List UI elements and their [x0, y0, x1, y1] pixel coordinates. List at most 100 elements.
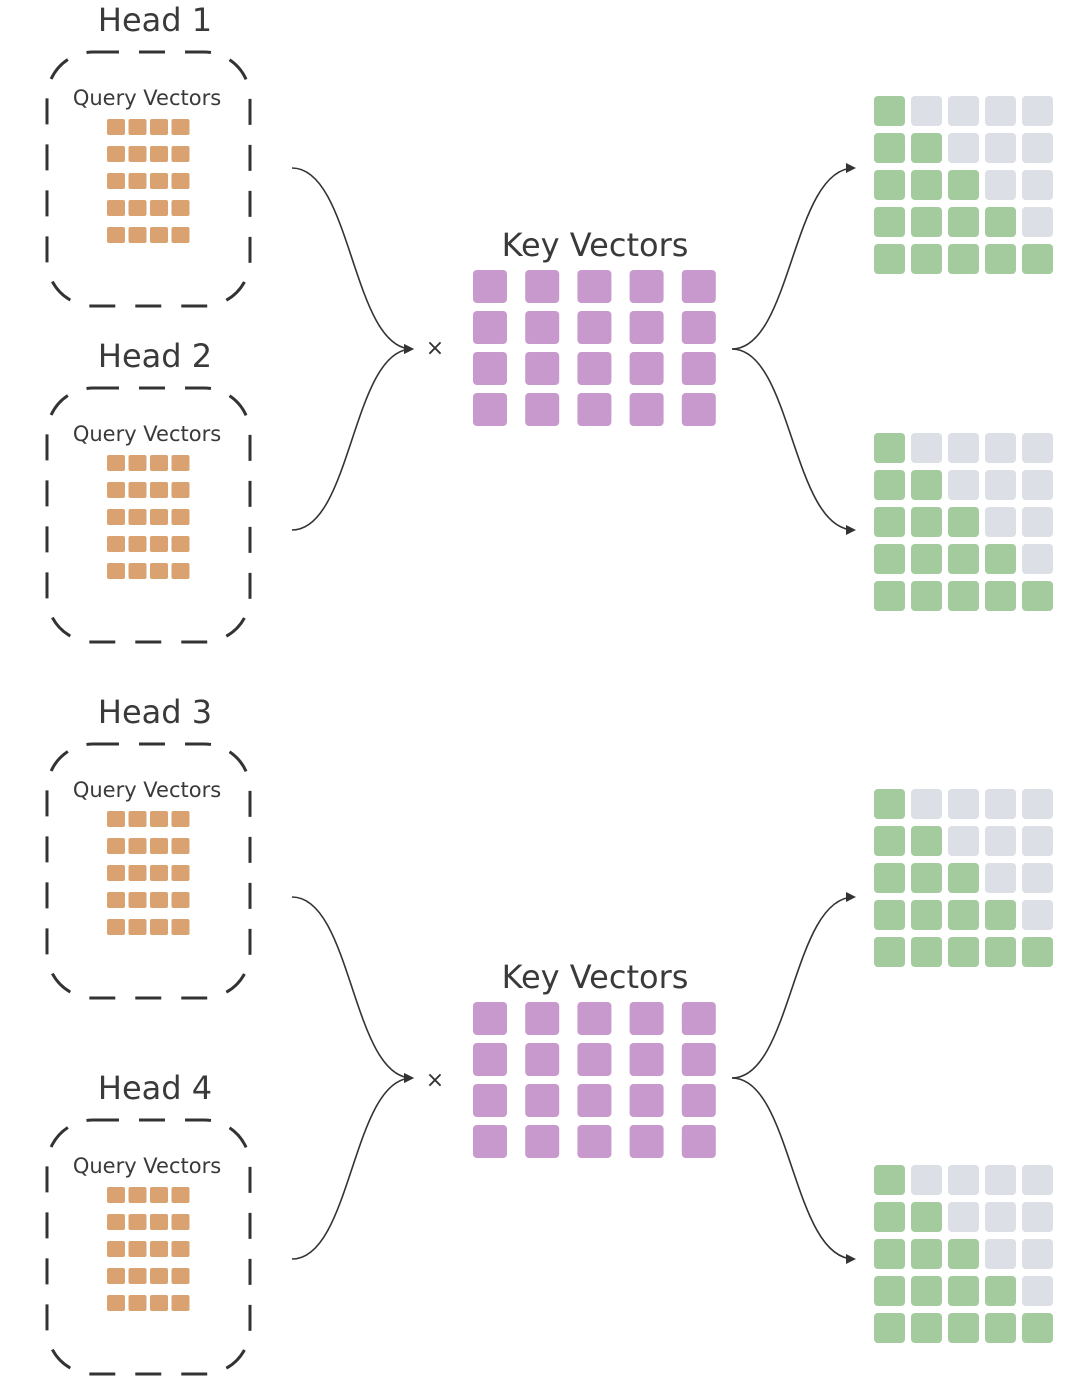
query-cell [128, 227, 147, 243]
attention-cell-masked [1022, 1276, 1053, 1306]
attention-cell-active [985, 207, 1016, 237]
key-cell [473, 393, 507, 426]
attention-cell-masked [948, 1165, 979, 1195]
query-cell [107, 892, 125, 908]
query-grid [107, 1187, 190, 1311]
attention-cell-masked [1022, 96, 1053, 126]
query-cell [150, 455, 168, 471]
attention-cell-active [911, 1276, 942, 1306]
attention-cell-active [948, 581, 979, 611]
query-cell [150, 482, 168, 498]
attention-cell-active [911, 207, 942, 237]
attention-cell-active [948, 1313, 979, 1343]
head-title: Head 1 [98, 1, 212, 39]
query-cell [128, 173, 147, 189]
query-cell [150, 811, 168, 827]
multiply-operator: × [426, 1068, 444, 1093]
query-cell [150, 563, 168, 579]
key-cell [577, 311, 612, 344]
key-cell [577, 1043, 612, 1076]
query-cell [128, 838, 147, 854]
attention-cell-active [911, 1239, 942, 1269]
query-cell [128, 1214, 147, 1230]
attention-cell-active [874, 96, 905, 126]
attention-grid [874, 1165, 1053, 1343]
key-cell [473, 1043, 507, 1076]
attention-cell-active [911, 170, 942, 200]
query-cell [150, 838, 168, 854]
attention-cell-masked [1022, 170, 1053, 200]
attention-grid [874, 96, 1053, 274]
query-cell [128, 482, 147, 498]
key-cell [525, 1043, 560, 1076]
query-cell [128, 1241, 147, 1257]
attention-cell-masked [985, 170, 1016, 200]
query-vectors-label: Query Vectors [73, 1154, 221, 1178]
attention-grid [874, 789, 1053, 967]
attention-cell-masked [1022, 789, 1053, 819]
attention-cell-active [874, 1276, 905, 1306]
query-cell [128, 455, 147, 471]
query-to-key-arrow [291, 896, 414, 1083]
key-cell [525, 352, 560, 385]
query-cell [150, 1268, 168, 1284]
key-cell [577, 1084, 612, 1117]
query-cell [128, 200, 147, 216]
attention-cell-masked [948, 1202, 979, 1232]
key-grid [473, 1002, 716, 1158]
key-cell [629, 1043, 664, 1076]
attention-cell-active [911, 470, 942, 500]
query-cell [128, 865, 147, 881]
query-cell [128, 563, 147, 579]
query-cell [171, 838, 190, 854]
query-cell [107, 509, 125, 525]
key-cell [473, 311, 507, 344]
attention-cell-active [874, 244, 905, 274]
query-cell [150, 865, 168, 881]
key-cell [629, 270, 664, 303]
key-cell [525, 270, 560, 303]
attention-cell-active [948, 244, 979, 274]
key-cell [525, 393, 560, 426]
query-cell [171, 892, 190, 908]
query-cell [107, 200, 125, 216]
query-cell [107, 455, 125, 471]
attention-cell-masked [1022, 1165, 1053, 1195]
key-cell [629, 311, 664, 344]
attention-cell-masked [948, 96, 979, 126]
query-vectors-label: Query Vectors [73, 422, 221, 446]
query-cell [171, 536, 190, 552]
attention-cell-active [874, 207, 905, 237]
attention-cell-active [985, 1313, 1016, 1343]
query-cell [107, 865, 125, 881]
key-cell [681, 270, 716, 303]
attention-cell-active [911, 900, 942, 930]
key-cell [473, 352, 507, 385]
attention-cell-active [874, 826, 905, 856]
attention-cell-active [948, 937, 979, 967]
attention-cell-active [874, 1202, 905, 1232]
attention-cell-masked [1022, 544, 1053, 574]
attention-cell-masked [1022, 900, 1053, 930]
key-vectors-label: Key Vectors [502, 958, 689, 996]
attention-cell-masked [911, 789, 942, 819]
query-cell [128, 811, 147, 827]
attention-cell-active [911, 581, 942, 611]
attention-cell-active [874, 581, 905, 611]
query-cell [171, 865, 190, 881]
key-cell [681, 311, 716, 344]
query-cell [150, 119, 168, 135]
attention-cell-masked [1022, 507, 1053, 537]
attention-cell-active [874, 863, 905, 893]
key-cell [577, 393, 612, 426]
attention-cell-active [948, 544, 979, 574]
attention-cell-active [874, 133, 905, 163]
key-cell [629, 1125, 664, 1158]
query-cell [150, 536, 168, 552]
attention-cell-masked [985, 433, 1016, 463]
query-cell [128, 119, 147, 135]
attention-cell-masked [985, 1239, 1016, 1269]
multiply-operator: × [426, 336, 444, 361]
attention-cell-active [1022, 244, 1053, 274]
